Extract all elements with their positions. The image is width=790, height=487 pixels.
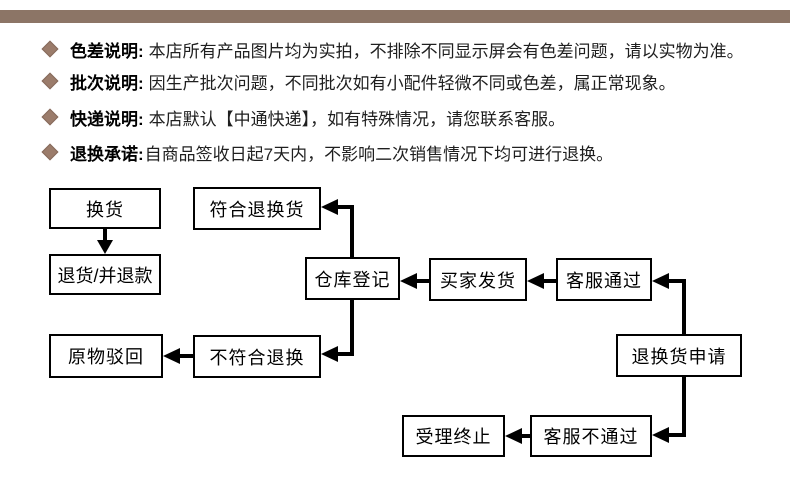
flow-node-reject-back: 原物驳回 — [49, 334, 163, 378]
notice-text: 本店所有产品图片均为实拍，不排除不同显示屏会有色差问题，请以实物为准。 — [148, 41, 744, 61]
arrow-apply-csapprove-hline — [667, 279, 686, 283]
notice-label: 色差说明: — [70, 41, 144, 61]
arrow-csapprove-buyership-line — [542, 279, 556, 283]
arrow-left-icon — [505, 428, 522, 444]
arrow-warehouse-qualified-vline — [350, 205, 354, 257]
flow-node-warehouse: 仓库登记 — [305, 257, 400, 300]
arrow-left-icon — [400, 273, 417, 289]
arrow-left-icon — [321, 199, 338, 215]
arrow-buyership-warehouse-line — [415, 279, 429, 283]
arrow-exchange-refund-line — [103, 229, 107, 242]
notice-text: 因生产批次问题，不同批次如有小配件轻微不同或色差，属正常现象。 — [148, 73, 676, 93]
notice-row-color: 色差说明: 本店所有产品图片均为实拍，不排除不同显示屏会有色差问题，请以实物为准… — [41, 38, 744, 61]
flow-node-terminate: 受理终止 — [402, 415, 505, 457]
arrow-unqualified-rejectback-line — [178, 354, 193, 358]
flow-node-qualified: 符合退换货 — [193, 187, 321, 230]
arrow-apply-csapprove-vline — [682, 279, 686, 334]
notice-row-return-promise: 退换承诺: 自商品签收日起7天内，不影响二次销售情况下均可进行退换。 — [41, 141, 614, 164]
flow-node-cs-reject: 客服不通过 — [530, 415, 652, 457]
notice-row-shipping: 快递说明: 本店默认【中通快递】，如有特殊情况，请您联系客服。 — [41, 106, 566, 129]
notice-label: 批次说明: — [70, 73, 144, 93]
arrow-apply-csreject-vline — [682, 377, 686, 437]
arrow-warehouse-qualified-hline — [338, 205, 354, 209]
flow-node-unqualified: 不符合退换 — [193, 335, 321, 378]
flow-node-refund: 退货/并退款 — [49, 254, 161, 295]
flow-node-exchange: 换货 — [49, 188, 161, 229]
notice-label: 退换承诺: — [70, 144, 144, 164]
arrow-warehouse-unqualified-vline — [350, 300, 354, 356]
flow-node-apply: 退换货申请 — [616, 334, 742, 377]
arrow-left-icon — [652, 273, 669, 289]
notice-row-batch: 批次说明: 因生产批次问题，不同批次如有小配件轻微不同或色差，属正常现象。 — [41, 70, 676, 93]
arrow-left-icon — [527, 273, 544, 289]
arrow-apply-csreject-hline — [668, 433, 686, 437]
arrow-left-icon — [321, 346, 338, 362]
arrow-left-icon — [163, 348, 180, 364]
notice-text: 自商品签收日起7天内，不影响二次销售情况下均可进行退换。 — [144, 144, 614, 164]
flow-node-cs-approve: 客服通过 — [556, 258, 652, 301]
top-divider-bar — [0, 10, 790, 23]
arrow-csreject-terminate-line — [520, 434, 530, 438]
flow-node-buyer-ship: 买家发货 — [429, 258, 527, 301]
notice-label: 快递说明: — [70, 109, 144, 129]
arrow-left-icon — [652, 427, 669, 443]
notice-text: 本店默认【中通快递】，如有特殊情况，请您联系客服。 — [148, 109, 566, 129]
arrow-warehouse-unqualified-hline — [338, 352, 354, 356]
arrow-down-icon — [97, 240, 113, 254]
